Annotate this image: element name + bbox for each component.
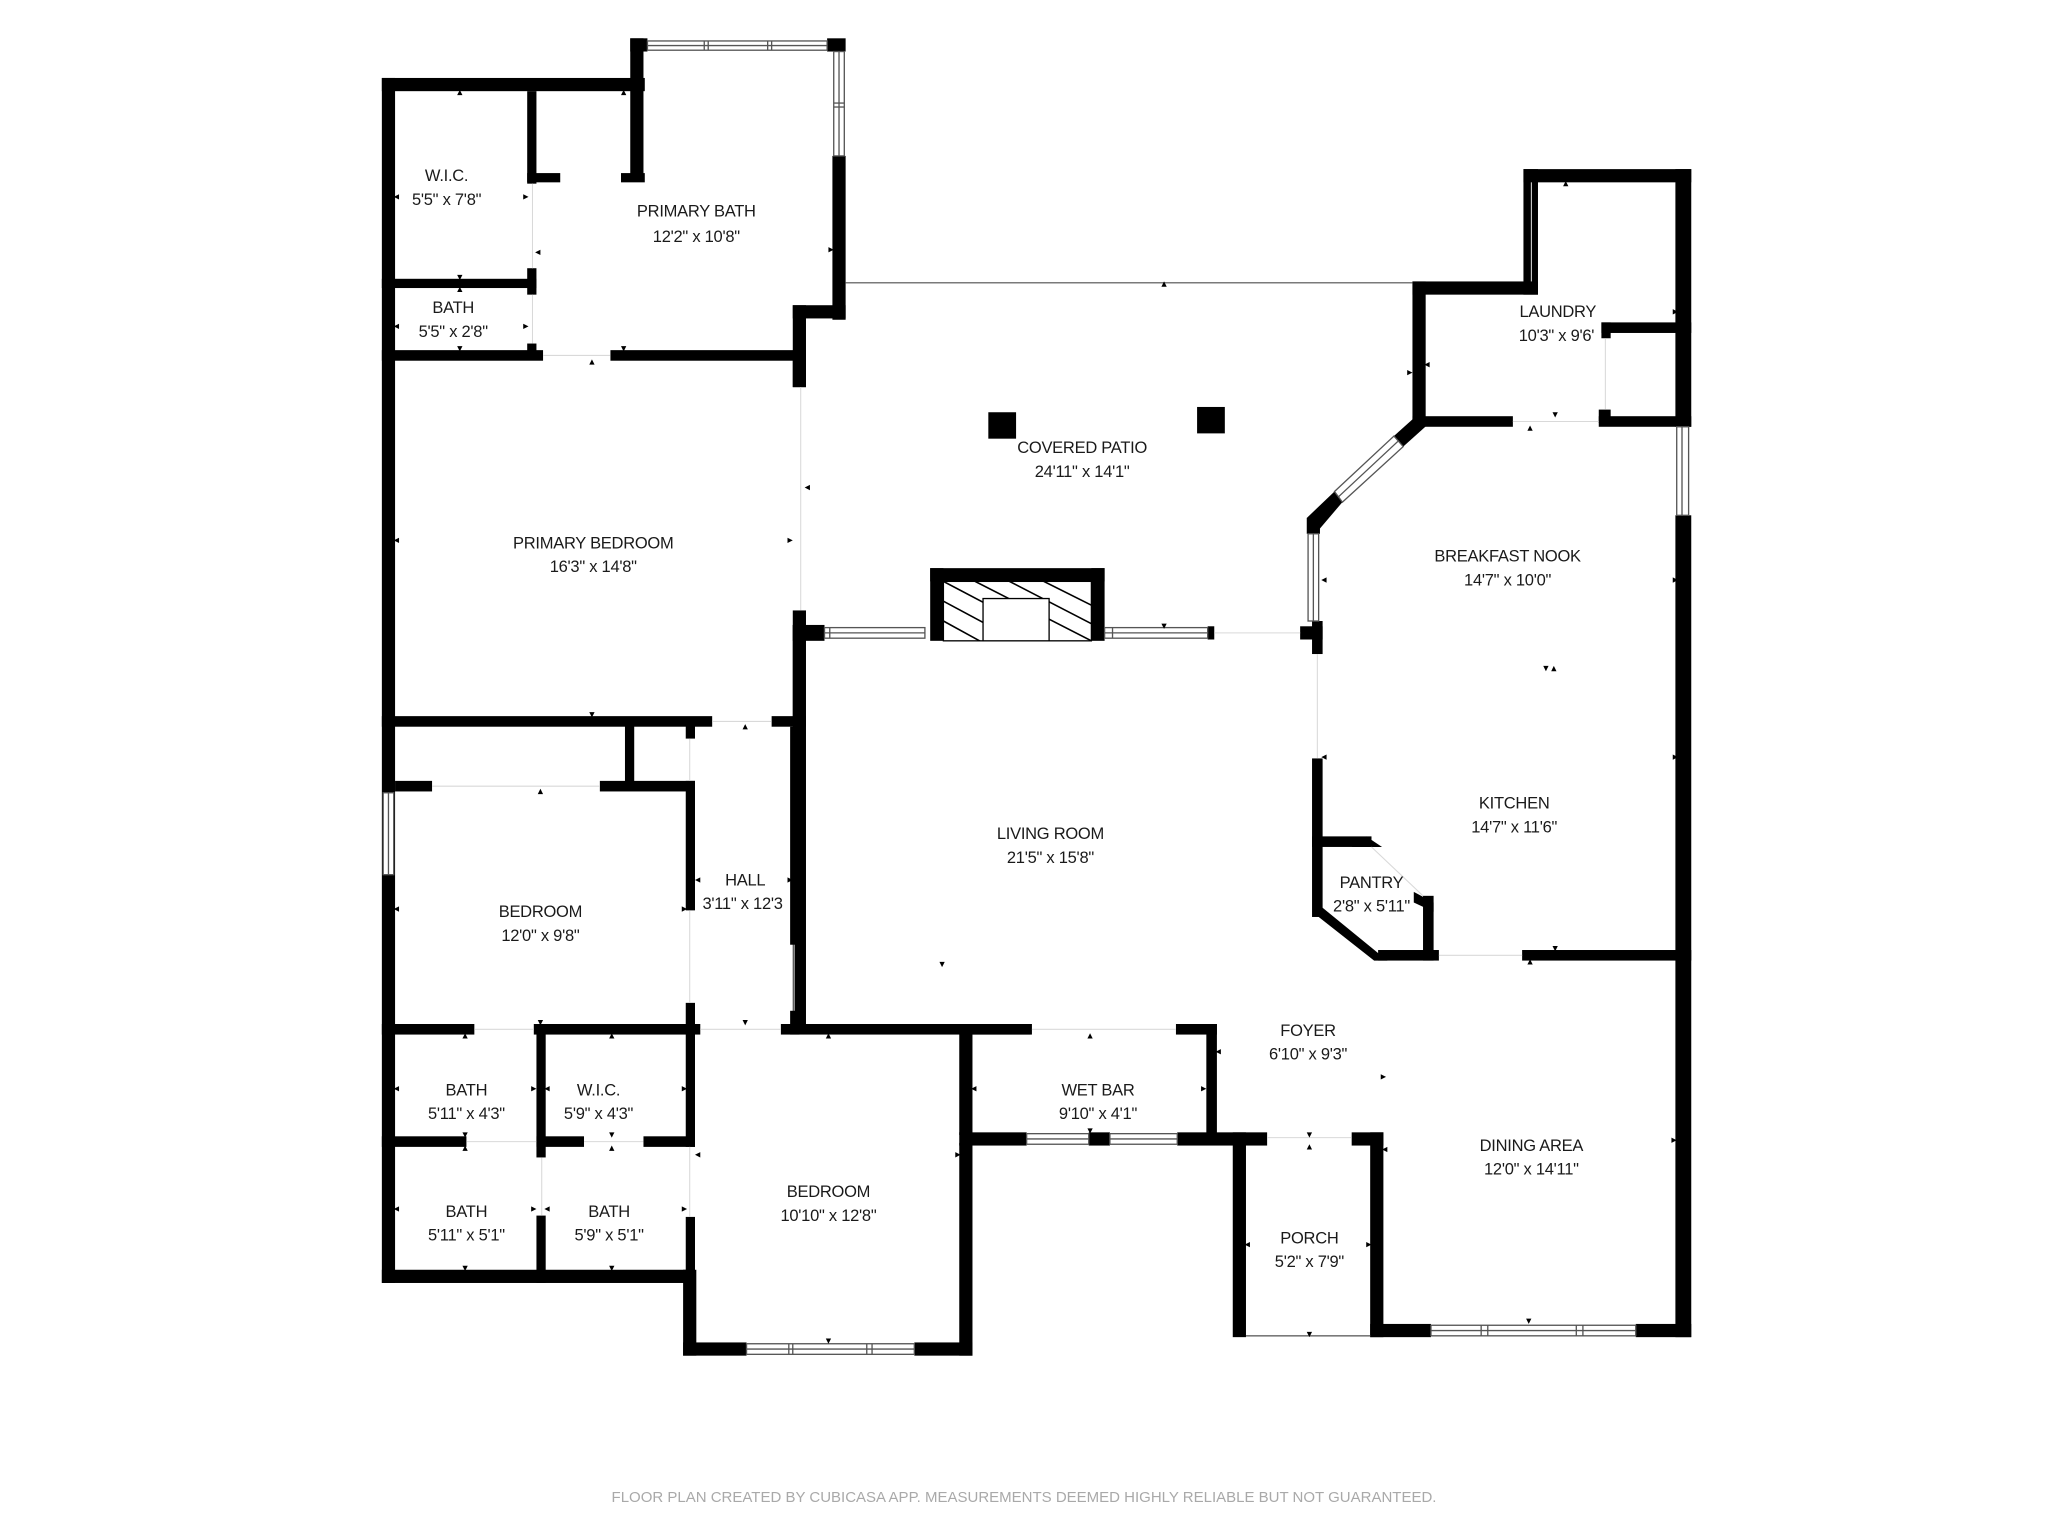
room-dimensions: 24'11" x 14'1" [1035, 463, 1130, 481]
room-name: BATH [432, 299, 474, 317]
room-dimensions: 12'2" x 10'8" [653, 228, 740, 246]
room-dimensions: 5'9" x 4'3" [564, 1105, 634, 1123]
room-name: BATH [446, 1203, 488, 1221]
room-name: PRIMARY BEDROOM [513, 534, 673, 552]
room-dimensions: 5'5" x 2'8" [419, 323, 489, 341]
room-name: PORCH [1280, 1229, 1338, 1247]
room-dimensions: 12'0" x 9'8" [501, 927, 580, 945]
room-name: BEDROOM [787, 1183, 870, 1201]
room-living-room: LIVING ROOM 21'5" x 15'8" [997, 825, 1104, 867]
room-dimensions: 14'7" x 11'6" [1471, 818, 1557, 836]
room-dimensions: 9'10" x 4'1" [1059, 1105, 1138, 1123]
room-hall: HALL 3'11" x 12'3 [702, 871, 783, 913]
room-name: W.I.C. [425, 167, 468, 185]
room-primary-bedroom: PRIMARY BEDROOM 16'3" x 14'8" [513, 534, 674, 576]
patio-columns [988, 406, 1225, 439]
room-laundry: LAUNDRY 10'3" x 9'6' [1519, 303, 1597, 345]
room-wet-bar: WET BAR 9'10" x 4'1" [1059, 1081, 1138, 1123]
room-name: PRIMARY BATH [637, 203, 756, 221]
room-foyer: FOYER 6'10" x 9'3" [1269, 1022, 1348, 1064]
room-bath-4: BATH 5'9" x 5'1" [574, 1203, 644, 1245]
room-name: BATH [446, 1081, 488, 1099]
room-name: LAUNDRY [1519, 303, 1596, 321]
fireplace [942, 580, 1093, 642]
room-bedroom-1: BEDROOM 12'0" x 9'8" [499, 903, 583, 945]
room-labels: W.I.C. 5'5" x 7'8" PRIMARY BATH 12'2" x … [412, 167, 1597, 1271]
room-name: WET BAR [1061, 1081, 1134, 1099]
room-dimensions: 21'5" x 15'8" [1007, 849, 1094, 867]
room-bedroom-2: BEDROOM 10'10" x 12'8" [780, 1183, 877, 1225]
room-dimensions: 5'11" x 4'3" [428, 1105, 505, 1123]
openings [432, 182, 1606, 1337]
room-dimensions: 5'11" x 5'1" [428, 1227, 505, 1245]
room-dimensions: 5'9" x 5'1" [574, 1227, 644, 1245]
room-bath-small: BATH 5'5" x 2'8" [419, 299, 489, 341]
room-breakfast-nook: BREAKFAST NOOK 14'7" x 10'0" [1434, 548, 1581, 590]
room-dimensions: 5'2" x 7'9" [1275, 1253, 1345, 1271]
room-dimensions: 10'10" x 12'8" [780, 1207, 876, 1225]
disclaimer-footer: FLOOR PLAN CREATED BY CUBICASA APP. MEAS… [611, 1489, 1437, 1506]
room-name: W.I.C. [577, 1081, 620, 1099]
room-wic-2: W.I.C. 5'9" x 4'3" [564, 1081, 634, 1123]
room-name: COVERED PATIO [1017, 439, 1147, 457]
room-name: PANTRY [1340, 874, 1404, 892]
room-pantry: PANTRY 2'8" x 5'11" [1333, 874, 1411, 916]
room-bath-2: BATH 5'11" x 4'3" [428, 1081, 506, 1123]
room-primary-bath: PRIMARY BATH 12'2" x 10'8" [637, 203, 756, 246]
room-name: BATH [588, 1203, 630, 1221]
room-dimensions: 3'11" x 12'3 [702, 895, 782, 913]
room-dimensions: 5'5" x 7'8" [412, 191, 482, 209]
room-dimensions: 14'7" x 10'0" [1464, 571, 1551, 589]
room-name: HALL [725, 871, 765, 889]
windows [382, 40, 1690, 1355]
room-dimensions: 10'3" x 9'6' [1519, 327, 1595, 345]
room-name: LIVING ROOM [997, 825, 1104, 843]
room-name: KITCHEN [1479, 795, 1550, 813]
room-name: BREAKFAST NOOK [1434, 548, 1581, 566]
room-dimensions: 2'8" x 5'11" [1333, 898, 1410, 916]
room-name: FOYER [1280, 1022, 1336, 1040]
room-dimensions: 12'0" x 14'11" [1484, 1161, 1579, 1179]
room-kitchen: KITCHEN 14'7" x 11'6" [1471, 795, 1558, 837]
room-wic-primary: W.I.C. 5'5" x 7'8" [412, 167, 482, 209]
column [988, 412, 1017, 439]
walls [381, 38, 1692, 1356]
room-porch: PORCH 5'2" x 7'9" [1275, 1229, 1345, 1271]
room-name: BEDROOM [499, 903, 582, 921]
room-covered-patio: COVERED PATIO 24'11" x 14'1" [1017, 439, 1147, 481]
dimension-markers [393, 89, 1679, 1344]
room-dimensions: 6'10" x 9'3" [1269, 1046, 1348, 1064]
room-dining-area: DINING AREA 12'0" x 14'11" [1480, 1137, 1584, 1179]
room-dimensions: 16'3" x 14'8" [550, 558, 637, 576]
room-bath-3: BATH 5'11" x 5'1" [428, 1203, 506, 1245]
room-name: DINING AREA [1480, 1137, 1584, 1155]
column [1197, 406, 1225, 434]
